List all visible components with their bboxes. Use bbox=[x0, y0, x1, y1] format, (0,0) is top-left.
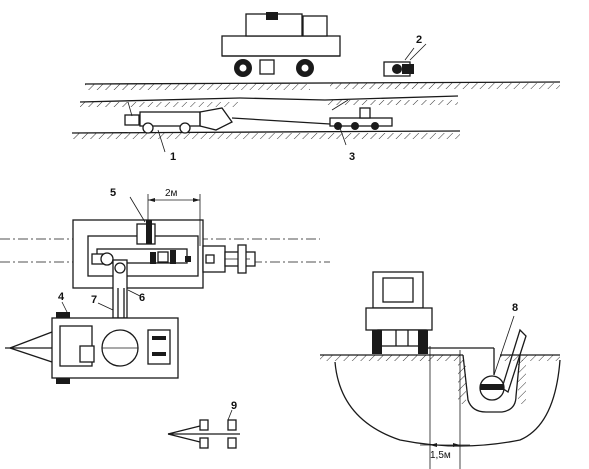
label-9: 9 bbox=[231, 400, 237, 412]
dimension-2m: 2м bbox=[165, 188, 178, 199]
drilling-unit-1 bbox=[124, 101, 331, 134]
elevation-view bbox=[71, 12, 561, 153]
label-7: 7 bbox=[91, 294, 97, 306]
winch-2 bbox=[383, 43, 427, 77]
label-3: 3 bbox=[349, 151, 355, 163]
label-4: 4 bbox=[58, 291, 65, 303]
trailer-4 bbox=[5, 301, 179, 384]
tunnel-bottom bbox=[71, 130, 461, 139]
ground-surface bbox=[84, 81, 561, 90]
plan-view bbox=[0, 194, 330, 319]
dimension-1-5m: 1,5м bbox=[430, 450, 451, 461]
label-5: 5 bbox=[110, 187, 116, 199]
label-6: 6 bbox=[139, 292, 145, 304]
small-trailer-9 bbox=[167, 409, 240, 449]
label-1: 1 bbox=[170, 151, 176, 163]
cross-section bbox=[320, 271, 561, 469]
surface-machine bbox=[221, 12, 341, 77]
label-2: 2 bbox=[416, 34, 422, 46]
pipe-section-3 bbox=[329, 99, 393, 130]
label-8: 8 bbox=[512, 302, 518, 314]
pit-layer bbox=[79, 95, 459, 107]
